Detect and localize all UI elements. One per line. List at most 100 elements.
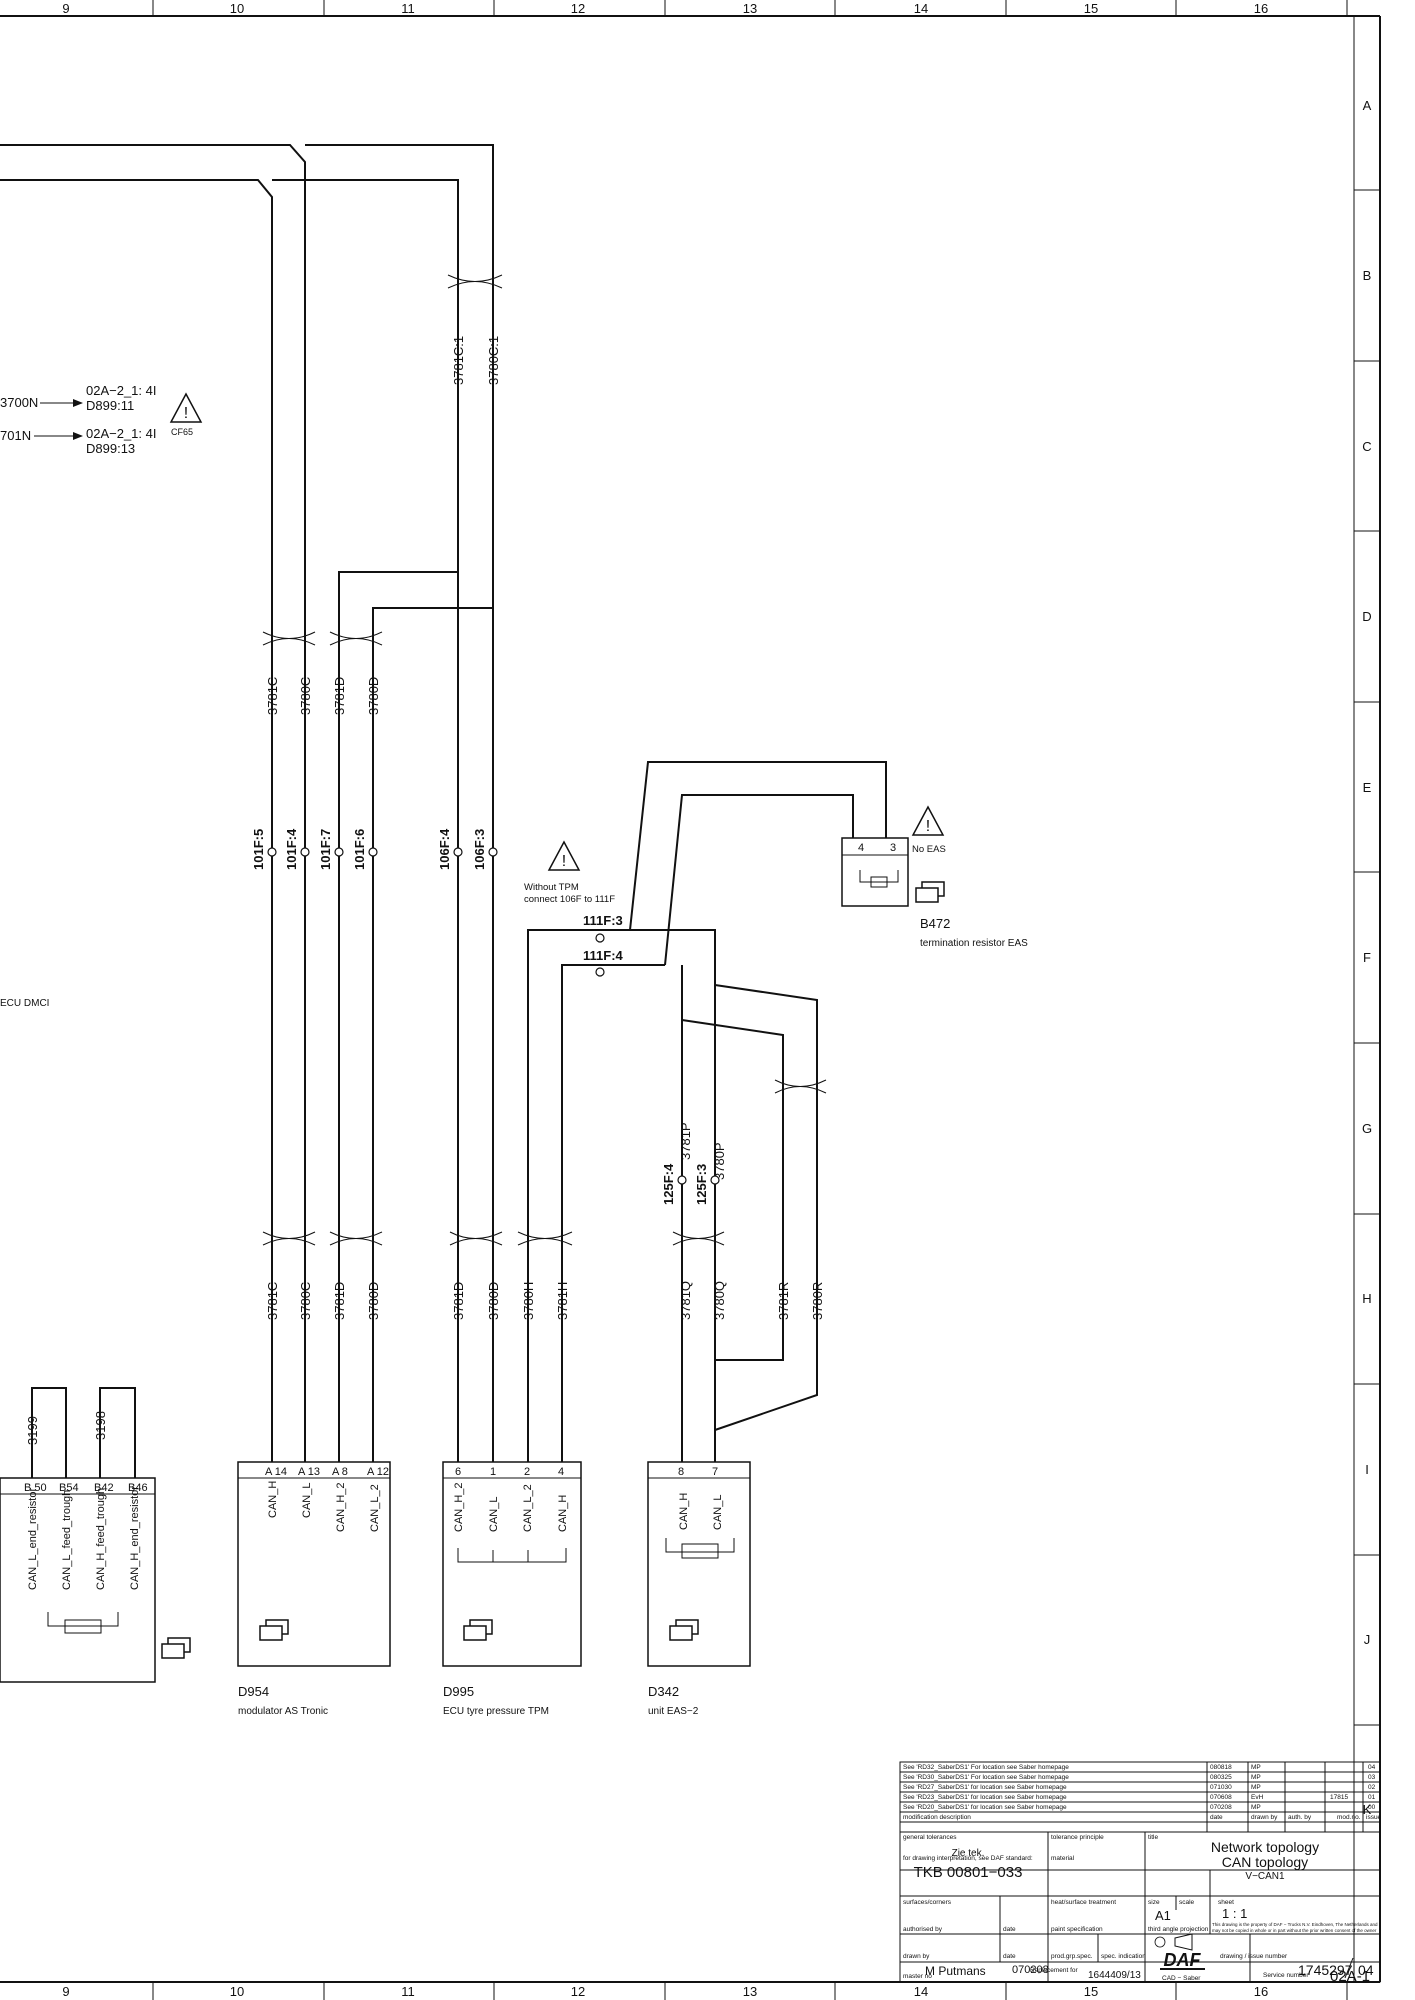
component-b472: 4 3 ! No EAS B472 termination resistor E…	[841, 805, 1028, 949]
wire-label: 3780R	[810, 1282, 825, 1320]
signal-label: CAN_H	[678, 1493, 690, 1530]
pin-label: B46	[128, 1482, 148, 1494]
svg-text:01: 01	[1368, 1794, 1376, 1801]
component-id: D954	[238, 1684, 269, 1699]
wire-label: 3780D	[366, 1282, 381, 1320]
svg-text:date: date	[1210, 1814, 1223, 1821]
row-labels: A B C D E F G H I J K	[1362, 98, 1372, 1817]
warning-icon	[169, 392, 203, 423]
column-label: 9	[62, 1, 69, 16]
wire-label: 3780C	[298, 677, 313, 715]
column-label: 12	[571, 1, 585, 16]
ref-wire-label: 3700N	[0, 395, 38, 410]
signal-label: CAN_L_end_resistor	[27, 1488, 39, 1590]
title-1: Network topology	[1211, 1839, 1319, 1855]
signal-label: CAN_L_2	[522, 1484, 534, 1532]
svg-text:Service number: Service number	[1263, 1972, 1309, 1979]
svg-text:See 'RD20_SaberDS1' for locat: See 'RD20_SaberDS1' for location see Sab…	[903, 1804, 1067, 1811]
pin-label: B42	[94, 1482, 114, 1494]
connector-label: 111F:4	[583, 948, 624, 963]
svg-text:M Putmans: M Putmans	[925, 1964, 986, 1978]
wire-label: 3781C:1	[451, 336, 466, 385]
svg-text:A1: A1	[1155, 1908, 1171, 1923]
column-labels-bottom: 9 10 11 12 13 14 15 16	[62, 1984, 1268, 1999]
signal-label: CAN_H_end_resistor	[129, 1486, 141, 1590]
wire-3780H	[527, 929, 682, 1462]
connector-labels: 101F:5 101F:4 101F:7 101F:6 106F:4 106F:…	[251, 828, 709, 1205]
svg-text:17815: 17815	[1330, 1794, 1348, 1801]
column-label: 15	[1084, 1, 1098, 16]
warning-icon	[547, 840, 581, 871]
twist-markers	[262, 274, 827, 1246]
stack-icon	[259, 1619, 289, 1641]
column-label: 14	[914, 1, 928, 16]
svg-text:mod.no.: mod.no.	[1337, 1814, 1361, 1821]
wire-labels: 3781C:1 3780C:1 3781C 3780C 3781D 3780D …	[25, 336, 825, 1445]
svg-text:prod.grp.spec.: prod.grp.spec.	[1051, 1953, 1093, 1960]
wire-label: 3781D	[451, 1282, 466, 1320]
svg-text:See 'RD32_SaberDS1' For locat: See 'RD32_SaberDS1' For location see Sab…	[903, 1764, 1069, 1771]
pin-label: 4	[558, 1466, 564, 1478]
wire-3780-main	[305, 144, 494, 1462]
svg-text:title: title	[1148, 1834, 1159, 1841]
column-label: 16	[1254, 1, 1268, 16]
wire-3780D	[372, 607, 493, 1462]
connector-label: 101F:5	[251, 829, 266, 870]
component-desc: termination resistor EAS	[920, 938, 1028, 949]
drawing-frame: 9 10 11 12 13 14 15 16 9 10 11 12 13 14 …	[0, 0, 1381, 2000]
connector-pins	[267, 847, 720, 1185]
signal-label: CAN_H_2	[453, 1482, 465, 1532]
title-block: See 'RD32_SaberDS1' For location see Sab…	[899, 1761, 1382, 1985]
wire-label: 3781Q	[678, 1281, 693, 1320]
pin-label: 7	[712, 1466, 718, 1478]
row-label: F	[1363, 950, 1371, 965]
pin-label: A 8	[332, 1466, 348, 1478]
svg-text:scale: scale	[1179, 1899, 1195, 1906]
row-label: H	[1362, 1291, 1371, 1306]
svg-text:070608: 070608	[1210, 1794, 1232, 1801]
projection-icon	[1154, 1933, 1193, 1951]
signal-label: CAN_H	[557, 1495, 569, 1532]
svg-text:third angle projection: third angle projection	[1148, 1926, 1209, 1933]
row-label: K	[1363, 1802, 1372, 1817]
svg-text:MP: MP	[1251, 1774, 1261, 1781]
stack-icon	[915, 881, 945, 903]
pin-label: B 50	[24, 1482, 47, 1494]
wire-3781H	[561, 964, 665, 1462]
svg-text:date: date	[1003, 1953, 1016, 1960]
row-label: D	[1362, 609, 1371, 624]
component-id: B472	[920, 916, 950, 931]
svg-text:TKB 00801−033: TKB 00801−033	[914, 1864, 1023, 1881]
svg-text:!: !	[184, 405, 188, 422]
wire-label: 3781D	[332, 1282, 347, 1320]
connector-label: 125F:3	[694, 1164, 709, 1205]
pin-label: 8	[678, 1466, 684, 1478]
svg-text:modification description: modification description	[903, 1814, 971, 1821]
wire-label: 3780P	[712, 1142, 727, 1180]
component-d342: 8 7 CAN_H CAN_L D342 unit EAS−2	[647, 1461, 751, 1717]
svg-text:paint specification: paint specification	[1051, 1926, 1103, 1933]
pin-label: 6	[455, 1466, 461, 1478]
pin-label: 4	[858, 842, 864, 854]
stack-icon	[161, 1637, 191, 1659]
signal-label: CAN_H_feed_trough	[95, 1488, 107, 1590]
column-label: 16	[1254, 1984, 1268, 1999]
connector-label: 106F:3	[472, 829, 487, 870]
warning-cf65: ! CF65	[169, 392, 203, 437]
svg-text:drawn by: drawn by	[1251, 1814, 1278, 1821]
pin-label: B54	[59, 1482, 79, 1494]
wire-label: 3781P	[678, 1122, 693, 1160]
pin-label: A 13	[298, 1466, 320, 1478]
component-d995: 6 1 2 4 CAN_H_2 CAN_L CAN_L_2 CAN_H D995…	[442, 1461, 582, 1717]
svg-text:for drawing interpretation, se: for drawing interpretation, see DAF stan…	[903, 1855, 1033, 1862]
column-label: 13	[743, 1, 757, 16]
wire-label: 3780H	[521, 1282, 536, 1320]
daf-logo: DAF	[1164, 1950, 1202, 1970]
column-label: 13	[743, 1984, 757, 1999]
component-id: D995	[443, 1684, 474, 1699]
component-id: D342	[648, 1684, 679, 1699]
wire-label: 3780C	[298, 1282, 313, 1320]
modification-table: See 'RD32_SaberDS1' For location see Sab…	[900, 1762, 1382, 1832]
svg-text:070208: 070208	[1012, 1964, 1049, 1976]
